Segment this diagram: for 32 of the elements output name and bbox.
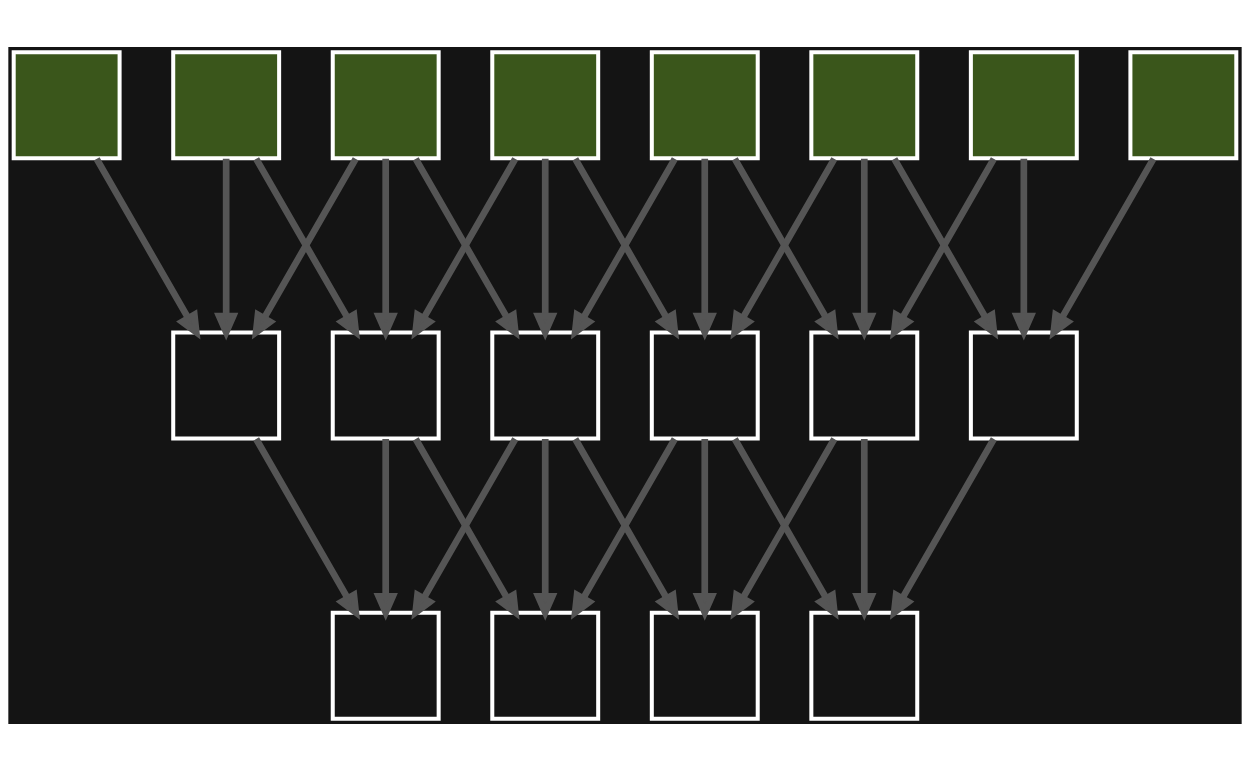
node-box [809, 330, 920, 440]
node-box [171, 49, 282, 160]
node-box [649, 610, 760, 721]
node-box [490, 49, 601, 160]
node-box [968, 330, 1079, 440]
node-box [1128, 49, 1239, 160]
node-box [490, 330, 601, 440]
arrow [692, 438, 717, 621]
arrow [533, 158, 558, 341]
arrow [890, 436, 997, 620]
node-box [649, 330, 760, 440]
arrow [852, 158, 877, 341]
node-box [490, 610, 601, 721]
arrow [253, 436, 360, 620]
arrow [533, 438, 558, 621]
arrow [93, 156, 201, 339]
node-box [330, 49, 441, 160]
node-box [330, 330, 441, 440]
arrow [692, 158, 717, 341]
node-box [330, 610, 441, 721]
node-box [11, 49, 122, 160]
arrow [214, 158, 239, 341]
node-box [649, 49, 760, 160]
arrow [1011, 158, 1036, 341]
node-box [968, 49, 1079, 160]
arrow [1049, 156, 1157, 339]
node-box [171, 330, 282, 440]
arrow [373, 158, 398, 341]
node-box [809, 49, 920, 160]
node-box [809, 610, 920, 721]
arrow [373, 438, 398, 621]
arrow [852, 438, 877, 621]
